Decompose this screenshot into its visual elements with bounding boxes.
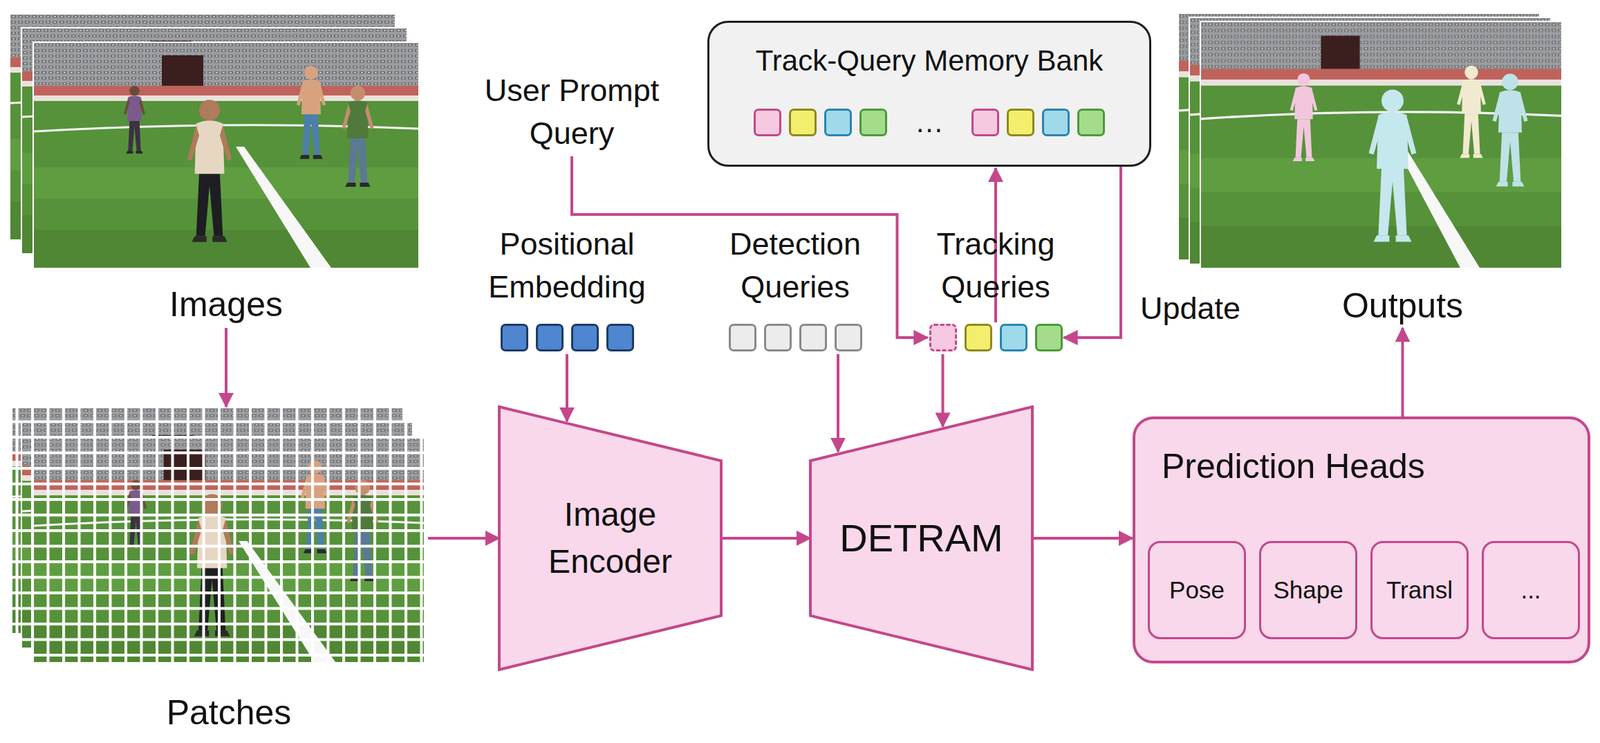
- edge-label: Update: [1137, 289, 1244, 328]
- connector: [721, 536, 811, 540]
- prompt-label: User Prompt Query: [468, 69, 676, 155]
- connector: [1032, 536, 1133, 540]
- head-label: Transl: [1386, 575, 1453, 605]
- image-caption: Outputs: [1342, 284, 1464, 327]
- query-token: [999, 323, 1028, 352]
- query-token: [500, 323, 529, 352]
- head-box: Shape: [1259, 540, 1358, 639]
- image-stack: Patches: [33, 407, 424, 733]
- prompt-text: User Prompt Query: [468, 69, 676, 155]
- query-token: [1006, 108, 1035, 137]
- query-token: [788, 108, 817, 137]
- query-token: [1077, 108, 1105, 137]
- ellipsis: …: [914, 108, 944, 137]
- connector: [1064, 166, 1122, 338]
- connector: [941, 354, 945, 427]
- bank-title: Track-Query Memory Bank: [709, 43, 1150, 79]
- query-token: [859, 108, 888, 137]
- head-label: Shape: [1272, 575, 1343, 605]
- query-token: [1042, 108, 1070, 137]
- drawing-part: [1201, 22, 1562, 268]
- trapezoid-block: Image Encoder: [497, 405, 723, 671]
- connector: [836, 354, 840, 452]
- outputs-stack: [1177, 12, 1563, 269]
- trapezoid-outline: [497, 405, 723, 671]
- drawing-part: [1199, 20, 1563, 269]
- query-group: Tracking Queries: [891, 222, 1100, 352]
- query-token: [728, 323, 757, 352]
- trapezoid-shape: [810, 406, 1033, 670]
- drawing-part: [32, 41, 420, 269]
- block-title: DETRAM: [824, 515, 1019, 561]
- trapezoid-content: Image Encoder: [497, 405, 723, 671]
- token-row: [929, 323, 1063, 352]
- image-stack: Outputs: [1201, 13, 1562, 327]
- patches-stack: [11, 406, 426, 664]
- connector: [565, 354, 569, 422]
- images-stack: [8, 13, 420, 269]
- token-row: [728, 323, 863, 352]
- query-group: Detection Queries: [691, 222, 899, 352]
- heads-panel: Prediction HeadsPose Shape Transl...: [1132, 416, 1591, 664]
- panel-title: Prediction Heads: [1161, 445, 1426, 487]
- query-token: [753, 108, 782, 137]
- trapezoid-block: DETRAM: [808, 405, 1034, 671]
- drawing-part: [32, 435, 426, 664]
- drawing-part: [33, 42, 419, 268]
- memory-row: …: [709, 108, 1150, 137]
- block-title: Image Encoder: [524, 490, 697, 585]
- query-token: [799, 323, 827, 352]
- drawing-part: [33, 436, 424, 662]
- query-token: [535, 323, 564, 352]
- query-label: Positional Embedding: [463, 222, 671, 309]
- head-box: Transl: [1370, 540, 1469, 639]
- image-stack: Images: [33, 14, 419, 325]
- head-box: Pose: [1147, 540, 1246, 639]
- connector: [1401, 327, 1405, 417]
- query-token: [824, 108, 852, 137]
- trapezoid-shape: [499, 406, 722, 670]
- query-label: Detection Queries: [691, 222, 899, 309]
- head-box: ...: [1481, 540, 1580, 639]
- query-token: [606, 323, 635, 352]
- head-label: ...: [1520, 575, 1541, 605]
- query-token: [1035, 323, 1063, 352]
- query-token: [834, 323, 863, 352]
- image-caption: Patches: [166, 691, 292, 733]
- token-row: [971, 108, 1105, 137]
- memory-bank: Track-Query Memory Bank …: [707, 20, 1152, 167]
- query-token: [971, 108, 1000, 137]
- query-token: [764, 323, 792, 352]
- token-row: [753, 108, 888, 137]
- query-token: [964, 323, 993, 352]
- trapezoid-content: DETRAM: [808, 405, 1034, 671]
- connector: [224, 327, 228, 407]
- drawing-part: [33, 436, 424, 662]
- head-label: Pose: [1169, 575, 1225, 605]
- query-group: Positional Embedding: [463, 222, 671, 352]
- image-caption: Images: [169, 283, 283, 325]
- query-label: Tracking Queries: [891, 222, 1100, 309]
- query-token: [571, 323, 599, 352]
- query-token: [929, 323, 957, 352]
- connector: [428, 536, 500, 540]
- token-row: [500, 323, 635, 352]
